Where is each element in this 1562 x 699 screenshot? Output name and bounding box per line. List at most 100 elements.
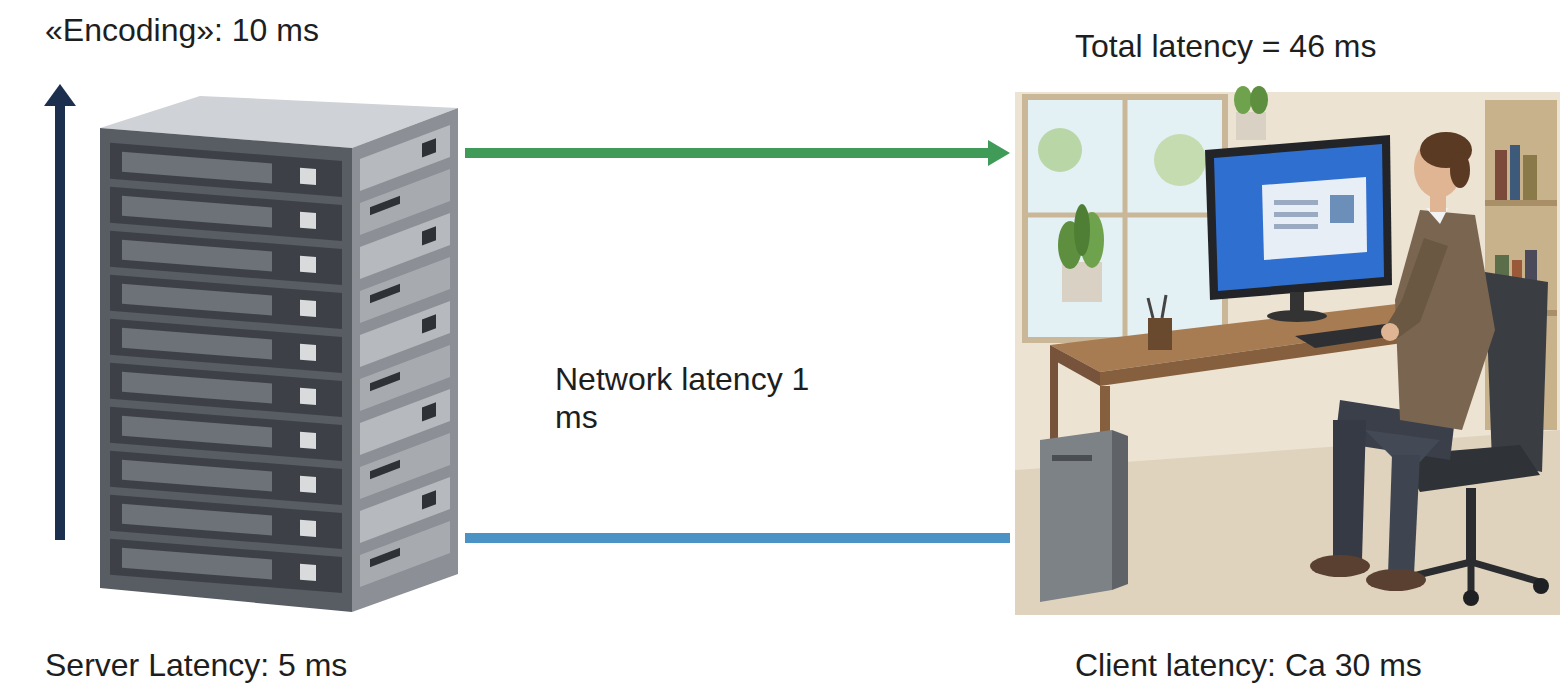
illustration-part bbox=[1333, 420, 1366, 560]
illustration-part bbox=[100, 128, 352, 612]
illustration-part bbox=[1523, 155, 1537, 200]
illustration-part bbox=[1267, 310, 1327, 322]
illustration-part bbox=[1040, 430, 1112, 602]
illustration-part bbox=[1533, 578, 1549, 594]
illustration-part bbox=[1274, 212, 1318, 217]
illustration-part bbox=[1510, 145, 1520, 200]
illustration-part bbox=[122, 372, 272, 404]
illustration-part bbox=[1381, 323, 1399, 341]
illustration-part bbox=[1015, 430, 1560, 615]
illustration-part bbox=[370, 284, 400, 303]
illustration-part bbox=[110, 363, 342, 417]
illustration-part bbox=[422, 402, 436, 421]
illustration-part bbox=[1214, 144, 1384, 291]
illustration-part bbox=[1274, 200, 1318, 205]
upload-arrow bbox=[44, 84, 76, 540]
illustration-part bbox=[1366, 569, 1426, 591]
illustration-part bbox=[1468, 562, 1475, 594]
illustration-part bbox=[122, 196, 272, 228]
illustration-part bbox=[360, 521, 450, 587]
illustration-part bbox=[300, 432, 316, 449]
response-arrow bbox=[465, 140, 1010, 166]
illustration-part bbox=[300, 388, 316, 405]
illustration-part bbox=[1388, 455, 1420, 575]
client-node: Total latency = 46 msClient latency: Ca … bbox=[1010, 20, 1555, 690]
illustration-part bbox=[122, 416, 272, 448]
node-caption: Server Latency: 5 ms bbox=[45, 647, 347, 684]
illustration-part bbox=[422, 226, 436, 245]
illustration-part bbox=[1310, 555, 1370, 577]
illustration-part bbox=[422, 314, 436, 333]
illustration-part bbox=[1386, 238, 1448, 338]
illustration-part bbox=[122, 152, 272, 580]
illustration-part bbox=[110, 187, 342, 241]
illustration-part bbox=[1038, 128, 1082, 172]
illustration-part bbox=[1250, 86, 1268, 114]
illustration-part bbox=[300, 212, 316, 229]
illustration-part bbox=[1205, 135, 1392, 300]
illustration-part bbox=[300, 256, 316, 273]
illustration-part bbox=[110, 495, 342, 549]
illustration-part bbox=[122, 328, 272, 360]
illustration-part bbox=[422, 490, 436, 509]
illustration-part bbox=[370, 138, 436, 567]
illustration-part bbox=[1154, 134, 1206, 186]
illustration-part bbox=[1466, 488, 1476, 562]
illustration-part bbox=[122, 504, 272, 536]
illustration-part bbox=[422, 138, 436, 157]
illustration-part bbox=[1112, 430, 1128, 590]
illustration-part bbox=[110, 451, 342, 505]
illustration-part bbox=[1052, 455, 1092, 461]
illustration-part bbox=[1236, 112, 1266, 140]
illustration-part bbox=[370, 196, 400, 215]
illustration-part bbox=[110, 143, 342, 197]
illustration-part bbox=[122, 152, 272, 184]
illustration-part bbox=[300, 344, 316, 361]
illustration-part bbox=[1123, 97, 1128, 340]
illustration-part bbox=[370, 372, 400, 391]
illustration-part bbox=[300, 564, 316, 581]
illustration-part bbox=[110, 319, 342, 373]
illustration-part bbox=[1148, 318, 1172, 350]
illustration-part bbox=[465, 533, 1010, 543]
illustration-part bbox=[300, 476, 316, 493]
illustration-part bbox=[370, 548, 400, 567]
illustration-part bbox=[1025, 213, 1225, 218]
illustration-part bbox=[1074, 204, 1090, 256]
illustration-part bbox=[122, 460, 272, 492]
illustration-part bbox=[1330, 195, 1354, 223]
illustration-part bbox=[122, 548, 272, 580]
latency-label: Network latency 1 ms bbox=[555, 360, 830, 437]
illustration-part bbox=[1162, 295, 1166, 318]
illustration-part bbox=[122, 240, 272, 272]
illustration-part bbox=[988, 140, 1010, 166]
illustration-part bbox=[122, 284, 272, 316]
illustration-part bbox=[1015, 92, 1560, 615]
server-rack bbox=[100, 96, 458, 612]
node-heading: «Encoding»: 10 ms bbox=[45, 12, 319, 49]
request-line bbox=[465, 538, 1010, 539]
client-scene bbox=[1015, 86, 1560, 615]
illustration-part bbox=[1485, 200, 1557, 206]
illustration-part bbox=[1148, 298, 1153, 318]
illustration-part bbox=[1463, 590, 1479, 606]
illustration-part bbox=[1274, 224, 1318, 229]
server-node: «Encoding»: 10 ms Server Latency: 5 ms bbox=[40, 10, 465, 690]
illustration-part bbox=[1495, 150, 1507, 200]
illustration-part bbox=[110, 539, 342, 593]
illustration-part bbox=[352, 108, 458, 612]
illustration-part bbox=[55, 102, 65, 540]
illustration-part bbox=[300, 168, 316, 185]
illustration-part bbox=[1262, 177, 1367, 260]
illustration-part bbox=[110, 407, 342, 461]
illustration-part bbox=[110, 275, 342, 329]
illustration-part bbox=[1234, 86, 1252, 114]
illustration-part bbox=[300, 168, 316, 581]
illustration-part bbox=[300, 520, 316, 537]
node-heading: Total latency = 46 ms bbox=[1075, 28, 1376, 65]
illustration-part bbox=[1471, 562, 1540, 582]
illustration-part bbox=[300, 300, 316, 317]
